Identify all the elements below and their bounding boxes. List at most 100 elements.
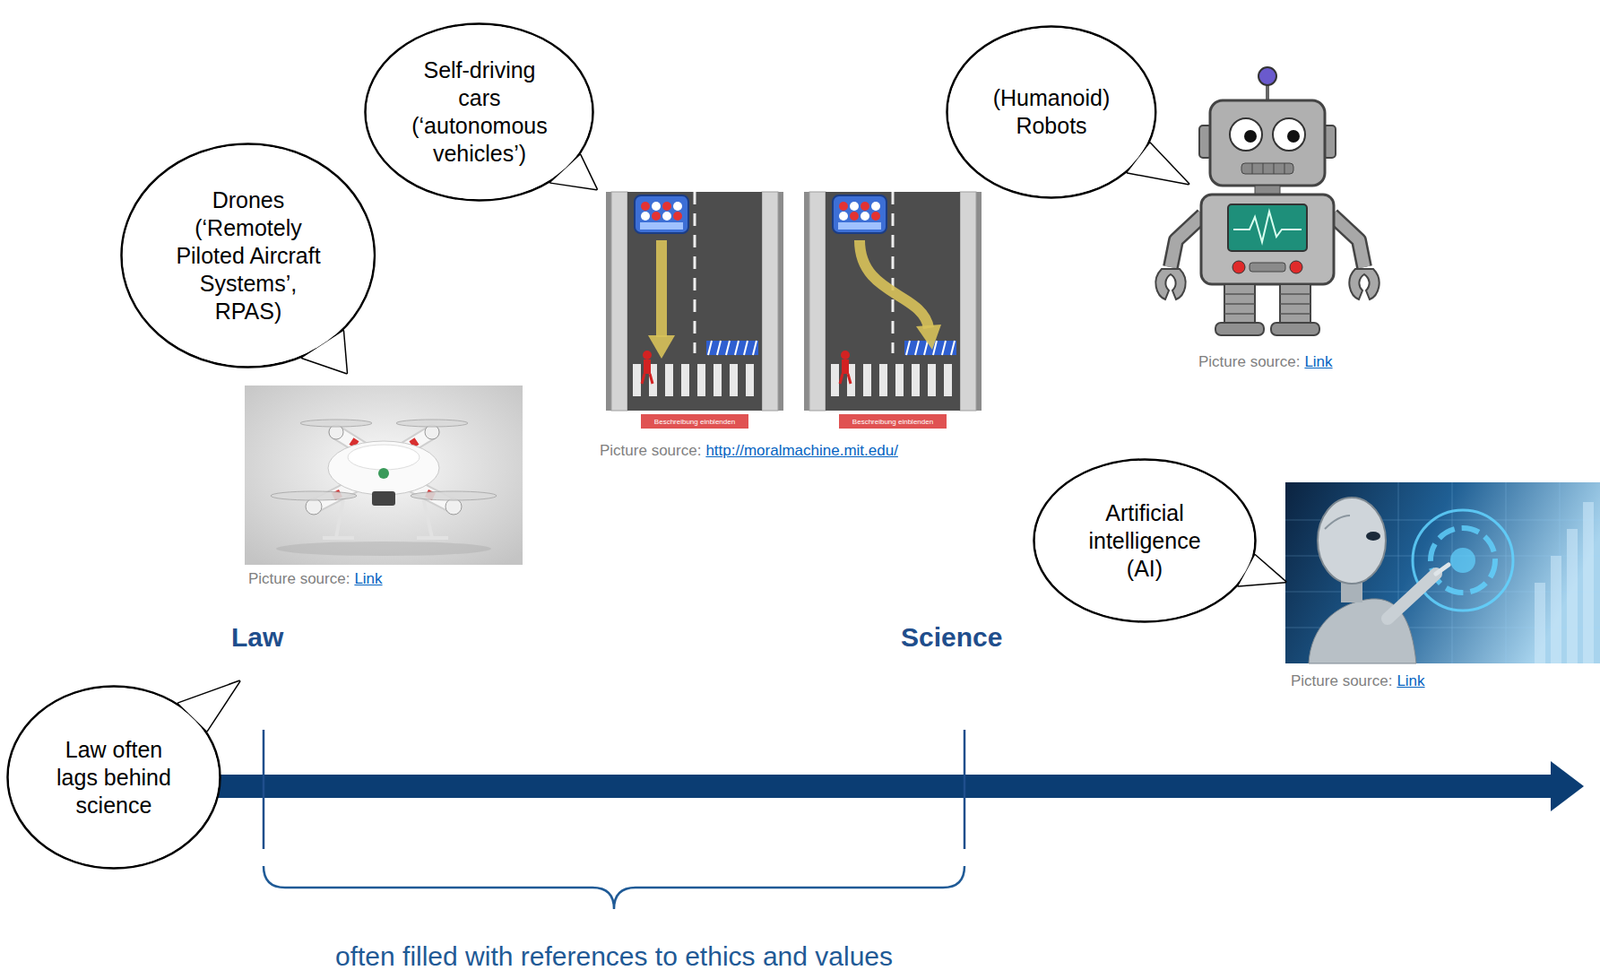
bubble-outline — [945, 25, 1158, 199]
axis-marker-label: Science — [900, 622, 1003, 652]
timeline-arrow — [178, 774, 1553, 798]
robot-cartoon — [1232, 260, 1246, 274]
robot-cartoon — [1201, 194, 1334, 285]
bubble-text: (Humanoid) Robots — [984, 84, 1119, 140]
bubble-text: Law often lags behind science — [49, 735, 180, 820]
drone-photo — [276, 541, 492, 556]
law-tick — [262, 729, 266, 849]
drone-photo — [445, 498, 462, 515]
robot-cartoon — [1229, 118, 1263, 151]
robot-cartoon — [1249, 262, 1286, 272]
drone-photo — [305, 498, 322, 515]
ai-picture — [1317, 497, 1386, 584]
label-line: Beschreibung einblenden — [838, 414, 947, 429]
bubble-text: Self-driving cars (‘autonomous vehicles’… — [405, 56, 554, 168]
source-link: Link — [1396, 672, 1425, 691]
bubble-outline — [121, 144, 375, 368]
robot-cartoon — [1224, 294, 1311, 314]
robot-cartoon — [1170, 215, 1203, 268]
moral-machine-scene — [656, 240, 667, 338]
drone-photo — [270, 491, 357, 501]
moral-machine-scene — [859, 240, 929, 329]
robot-cartoon — [1244, 129, 1257, 143]
ai-picture — [1285, 482, 1600, 664]
bubble-outline — [363, 22, 595, 202]
robot-cartoon — [1170, 215, 1203, 268]
picture-source-text: Picture source: — [248, 570, 350, 589]
picture-source-text: Picture source: — [1198, 353, 1300, 372]
gap-brace — [263, 865, 965, 909]
robot-cartoon — [1215, 322, 1264, 336]
drone-photo — [347, 444, 420, 470]
timeline-arrow — [1550, 761, 1584, 812]
bubble-fill — [366, 25, 592, 199]
bubble-outline — [1034, 459, 1256, 623]
ai-picture — [1450, 547, 1476, 573]
ai-picture — [1366, 531, 1381, 541]
drone-photo — [396, 419, 468, 427]
bubble-fill — [1035, 460, 1255, 621]
label-line: Picture source:Link — [1198, 353, 1333, 372]
speech-bubble: Self-driving cars (‘autonomous vehicles’… — [363, 22, 595, 202]
robot-cartoon — [1155, 67, 1379, 336]
drone-photo — [371, 491, 396, 506]
robot-cartoon — [1241, 163, 1294, 174]
drone-photo — [378, 467, 390, 479]
bubble-fill — [8, 687, 219, 867]
ai-picture — [1285, 482, 1600, 664]
speech-bubble: (Humanoid) Robots — [945, 25, 1158, 199]
label-line: Picture source:Link — [248, 570, 383, 589]
bubble-fill — [948, 27, 1155, 197]
brace-note: often filled with references to ethics a… — [335, 941, 893, 971]
ai-picture — [1324, 515, 1350, 529]
bubble-text: Artificial intelligence (AI) — [1075, 499, 1215, 583]
ai-picture — [1412, 510, 1514, 611]
robot-cartoon — [1349, 268, 1379, 300]
robot-cartoon — [1210, 100, 1325, 186]
bubble-fill — [122, 145, 373, 366]
robot-cartoon — [1233, 211, 1302, 243]
speech-bubble: Law often lags behind science — [6, 684, 222, 870]
button-caption: Beschreibung einblenden — [654, 417, 736, 426]
ai-picture — [1435, 564, 1449, 574]
label-line: Picture source:Link — [1290, 672, 1426, 691]
ai-picture — [1582, 501, 1594, 664]
source-link: Link — [354, 570, 382, 589]
bubble-tail — [178, 681, 240, 731]
speech-bubble: Artificial intelligence (AI) — [1032, 458, 1257, 623]
picture-source-text: Picture source: — [599, 441, 701, 460]
label-line: Science — [900, 622, 1003, 653]
robot-cartoon — [1228, 204, 1307, 251]
moral-machine-scene — [804, 191, 982, 411]
label-line: often filled with references to ethics a… — [335, 941, 893, 972]
ai-picture — [1430, 527, 1496, 593]
ai-picture — [1566, 528, 1578, 664]
bubble-tail — [1238, 554, 1286, 586]
ai-picture — [1387, 573, 1436, 619]
drone-photo — [300, 419, 372, 427]
source-link: Link — [1304, 353, 1332, 372]
source-link: http://moralmachine.mit.edu/ — [705, 441, 898, 460]
moral-machine-scene — [605, 191, 784, 411]
robot-cartoon — [1155, 268, 1185, 300]
science-tick — [963, 729, 967, 849]
robot-cartoon — [1252, 163, 1285, 174]
label-line: Picture source:http://moralmachine.mit.e… — [599, 441, 899, 460]
axis-marker-label: Law — [231, 622, 284, 652]
button-caption: Beschreibung einblenden — [852, 417, 934, 426]
robot-cartoon — [1331, 215, 1365, 268]
moral-machine-scene — [605, 191, 784, 429]
speech-bubble: Drones (‘Remotely Piloted Aircraft Syste… — [120, 142, 376, 369]
robot-cartoon — [1331, 215, 1365, 268]
bubble-tail — [302, 330, 347, 373]
drone-photo — [244, 385, 523, 565]
moral-machine-scene — [838, 414, 947, 429]
moral-machine-scene — [804, 191, 982, 429]
label-line: Beschreibung einblenden — [640, 414, 749, 429]
ai-picture — [1550, 555, 1562, 664]
moral-machine-scene — [640, 414, 749, 429]
bubble-text: Drones (‘Remotely Piloted Aircraft Syste… — [164, 186, 331, 326]
drone-photo — [410, 491, 497, 501]
robot-cartoon — [1289, 260, 1303, 274]
